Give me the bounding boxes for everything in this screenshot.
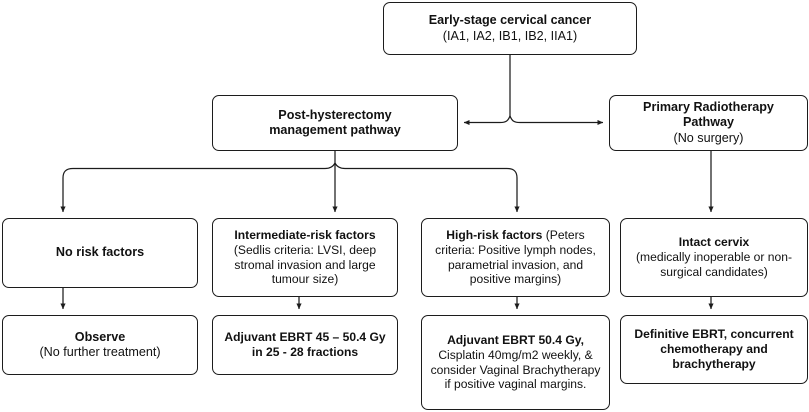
node-observe[interactable]: Observe (No further treatment) [2,315,198,375]
node-primary-radiotherapy-pathway[interactable]: Primary Radiotherapy Pathway (No surgery… [609,95,808,151]
node-primary-radiotherapy-subtitle: (No surgery) [673,130,744,145]
node-early-stage-cervical-cancer[interactable]: Early-stage cervical cancer (IA1, IA2, I… [383,2,637,55]
node-post-hysterectomy-line1: Post-hysterectomy [278,107,392,122]
node-root-subtitle: (IA1, IA2, IB1, IB2, IIA1) [442,28,578,43]
node-adjuvant-ebrt-label: Adjuvant EBRT 45 – 50.4 Gy in 25 - 28 fr… [224,330,386,359]
node-primary-radiotherapy-title: Primary Radiotherapy Pathway [643,99,774,130]
node-definitive-ebrt[interactable]: Definitive EBRT, concurrent chemotherapy… [620,315,808,384]
node-intermediate-risk-detail: (Sedlis criteria: LVSI, deep stromal inv… [233,242,377,287]
edge-post-hysterectomy-to-high-risk [334,162,520,213]
node-intact-cervix-detail: (medically inoperable or non-surgical ca… [636,250,792,279]
node-root-title: Early-stage cervical cancer [428,13,592,28]
node-intact-cervix[interactable]: Intact cervix (medically inoperable or n… [620,218,808,297]
edge-root-to-primary-radiotherapy [509,115,604,126]
node-observe-title: Observe [74,329,126,344]
node-adjuvant-ebrt[interactable]: Adjuvant EBRT 45 – 50.4 Gy in 25 - 28 fr… [212,315,398,375]
node-intermediate-risk-title: Intermediate-risk factors [234,228,376,242]
node-adjuvant-ebrt-chemo[interactable]: Adjuvant EBRT 50.4 Gy, Cisplatin 40mg/m2… [421,315,610,410]
node-post-hysterectomy-pathway[interactable]: Post-hysterectomy management pathway [212,95,458,151]
node-observe-detail: (No further treatment) [39,345,161,359]
node-high-risk-title: High-risk factors [446,228,543,242]
node-high-risk-detail: (Peters criteria: Positive lymph nodes, … [435,228,596,287]
node-intermediate-risk-factors[interactable]: Intermediate-risk factors (Sedlis criter… [212,218,398,297]
edge-post-hysterectomy-to-no-risk [60,162,336,213]
node-post-hysterectomy-line2: management pathway [269,123,401,137]
node-no-risk-factors-label: No risk factors [55,245,145,260]
node-adjuvant-ebrt-chemo-title: Adjuvant EBRT 50.4 Gy, [447,333,584,347]
node-adjuvant-ebrt-chemo-detail: Cisplatin 40mg/m2 weekly, & consider Vag… [430,347,601,392]
node-no-risk-factors[interactable]: No risk factors [2,218,198,288]
edge-root-to-post-hysterectomy [463,115,511,126]
node-high-risk-factors[interactable]: High-risk factors (Peters criteria: Posi… [421,218,610,297]
node-definitive-ebrt-label: Definitive EBRT, concurrent chemotherapy… [634,327,794,371]
node-intact-cervix-title: Intact cervix [678,235,750,250]
